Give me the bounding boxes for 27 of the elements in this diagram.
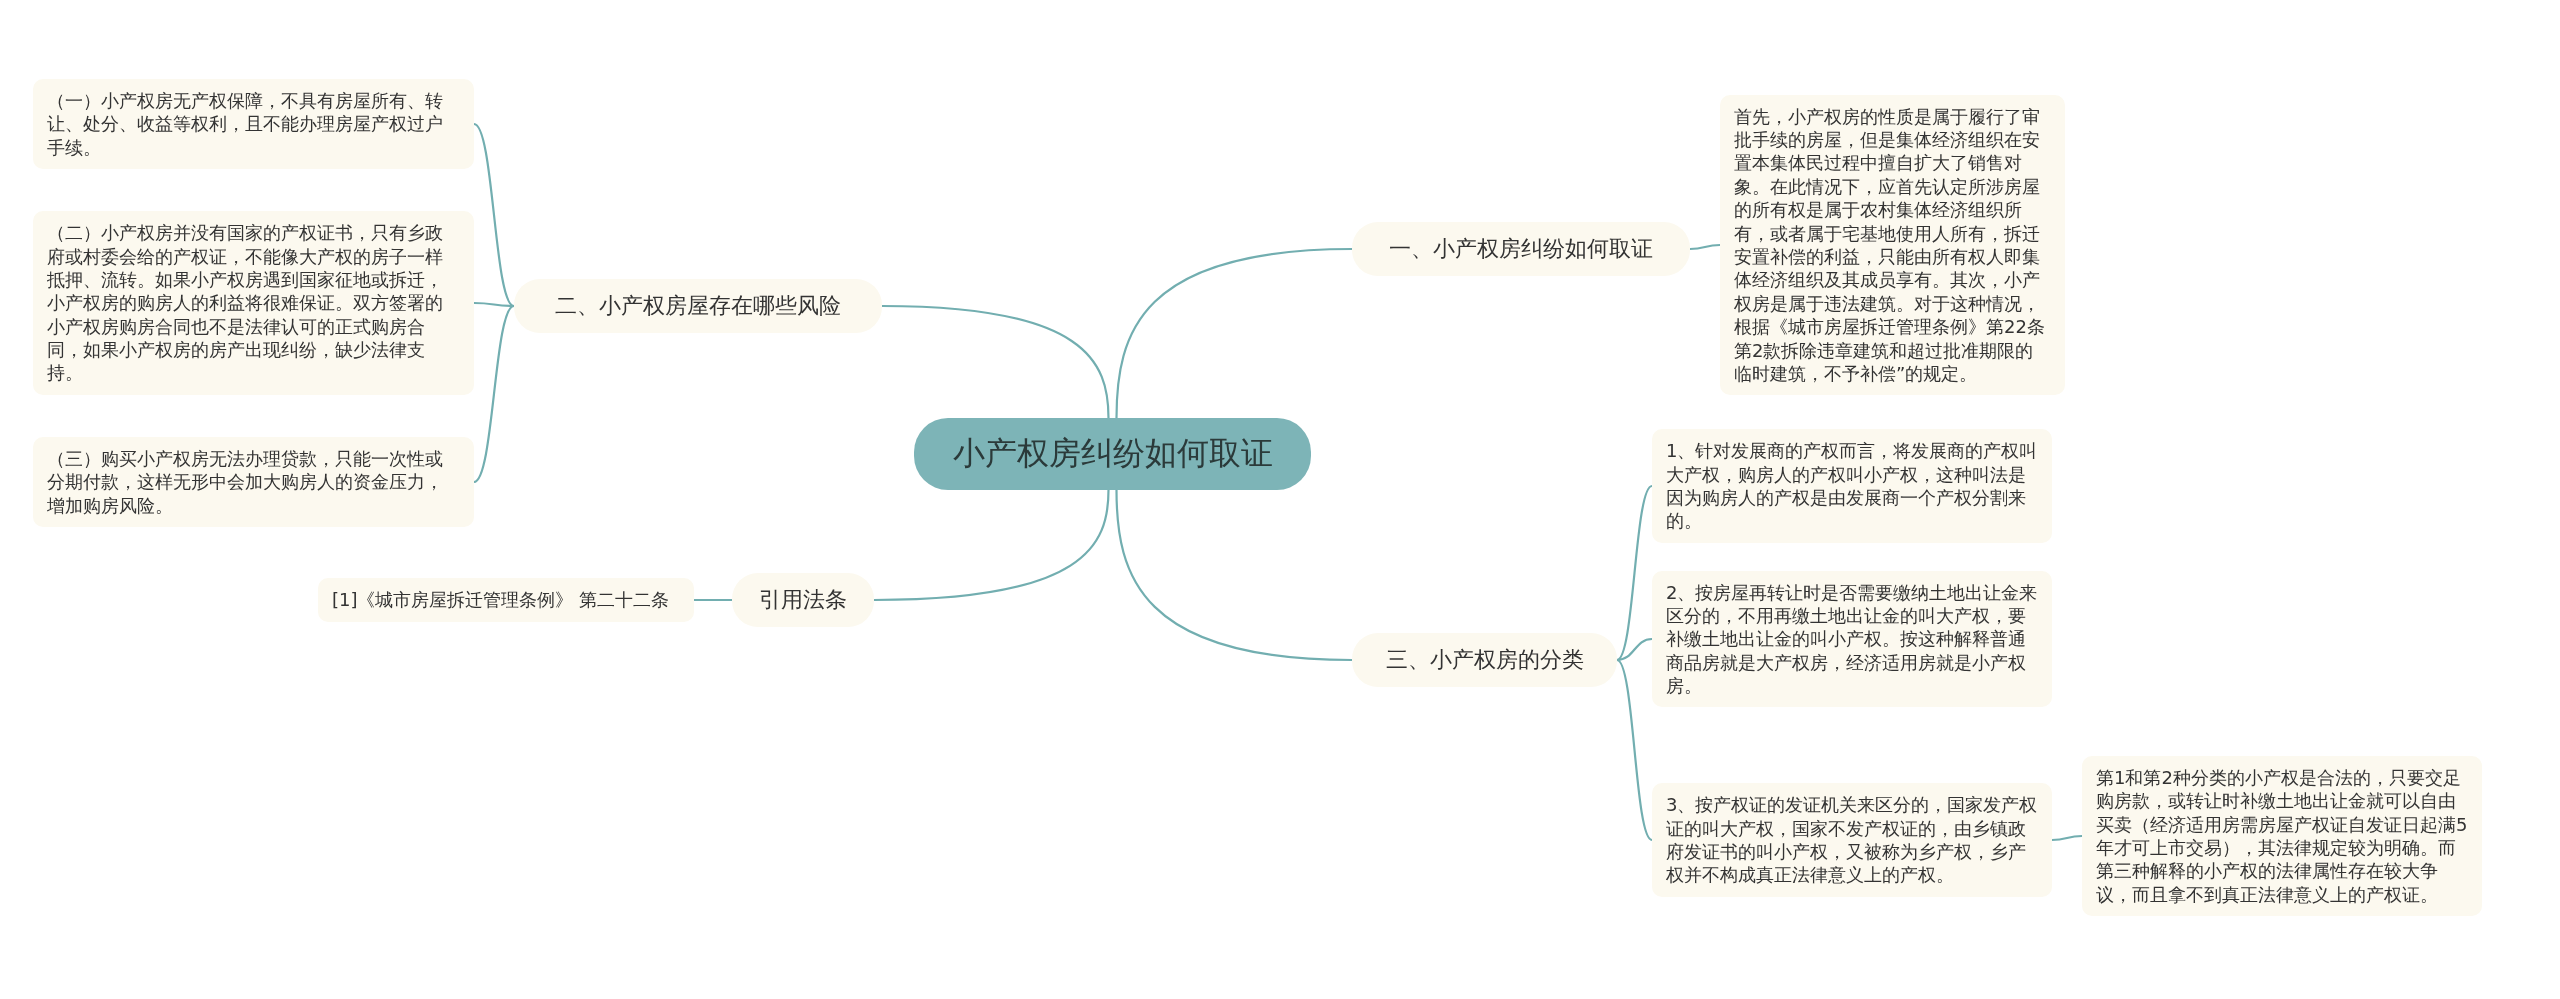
text-card: （二）小产权房并没有国家的产权证书，只有乡政府或村委会给的产权证，不能像大产权的房子一样抵押、流转。如果小产权房遇到国家征地或拆迁，小产权房的购房人的利益将很难保证。双方签署的小产权房购房合同也不是法律认可的正式购房合同，如果小产权房的房产出现纠纷，缺少法律支持。 bbox=[33, 211, 474, 395]
text-card: 2、按房屋再转让时是否需要缴纳土地出让金来区分的，不用再缴土地出让金的叫大产权，要补缴土地出让金的叫小产权。按这种解释普通商品房就是大产权房，经济适用房就是小产权房。 bbox=[1652, 570, 2052, 708]
text-card: [1]《城市房屋拆迁管理条例》 第二十二条 bbox=[318, 578, 694, 622]
branch-topic: 三、小产权房的分类 bbox=[1352, 633, 1617, 687]
text-card: 首先，小产权房的性质是属于履行了审批手续的房屋，但是集体经济组织在安置本集体民过程中擅自扩大了销售对象。在此情况下，应首先认定所涉房屋的所有权是属于农村集体经济组织所有，或者属于宅基地使用人所有，拆迁安置补偿的利益，只能由所有权人即集体经济组织及其成员享有。其次，小产权房是属于违法建筑。对于这种情况，根据《城市房屋拆迁管理条例》第22条第2款拆除违章建筑和超过批准期限的临时建筑，不予补偿”的规定。 bbox=[1720, 94, 2065, 396]
branch-topic: 一、小产权房纠纷如何取证 bbox=[1352, 222, 1690, 276]
connector-line bbox=[1616, 637, 1653, 662]
branch-topic: 二、小产权房屋存在哪些风险 bbox=[514, 279, 882, 333]
connector-line bbox=[694, 598, 732, 602]
connector-line bbox=[1616, 485, 1653, 661]
connector-line bbox=[1616, 659, 1653, 841]
text-card: 第1和第2种分类的小产权是合法的，只要交足购房款，或转让时补缴土地出让金就可以自由买卖（经济适用房需房屋产权证自发证日起满5年才可上市交易），其法律规定较为明确。而第三种解释的小产权的法律属性存在较大争议，而且拿不到真正法律意义上的产权证。 bbox=[2082, 755, 2482, 917]
connector-line bbox=[2051, 834, 2083, 842]
connector-line bbox=[474, 301, 514, 308]
connector-line bbox=[881, 304, 1110, 419]
text-card: （一）小产权房无产权保障，不具有房屋所有、转让、处分、收益等权利，且不能办理房屋产权过户手续。 bbox=[33, 78, 474, 170]
connector-line bbox=[1115, 247, 1353, 419]
connector-line bbox=[473, 123, 515, 307]
central-topic: 小产权房纠纷如何取证 bbox=[914, 418, 1311, 490]
connector-line bbox=[873, 489, 1110, 602]
connector-line bbox=[473, 305, 515, 483]
text-card: 3、按产权证的发证机关来区分的，国家发产权证的叫大产权，国家不发产权证的，由乡镇政府发证书的叫小产权，又被称为乡产权，乡产权并不构成真正法律意义上的产权。 bbox=[1652, 783, 2052, 897]
text-card: 1、针对发展商的产权而言，将发展商的产权叫大产权，购房人的产权叫小产权，这种叫法是因为购房人的产权是由发展商一个产权分割来的。 bbox=[1652, 429, 2052, 543]
text-card: （三）购买小产权房无法办理贷款，只能一次性或分期付款，这样无形中会加大购房人的资金压力，增加购房风险。 bbox=[33, 436, 474, 528]
connector-line bbox=[1115, 489, 1353, 662]
connector-line bbox=[1689, 243, 1721, 251]
branch-topic: 引用法条 bbox=[732, 573, 874, 627]
